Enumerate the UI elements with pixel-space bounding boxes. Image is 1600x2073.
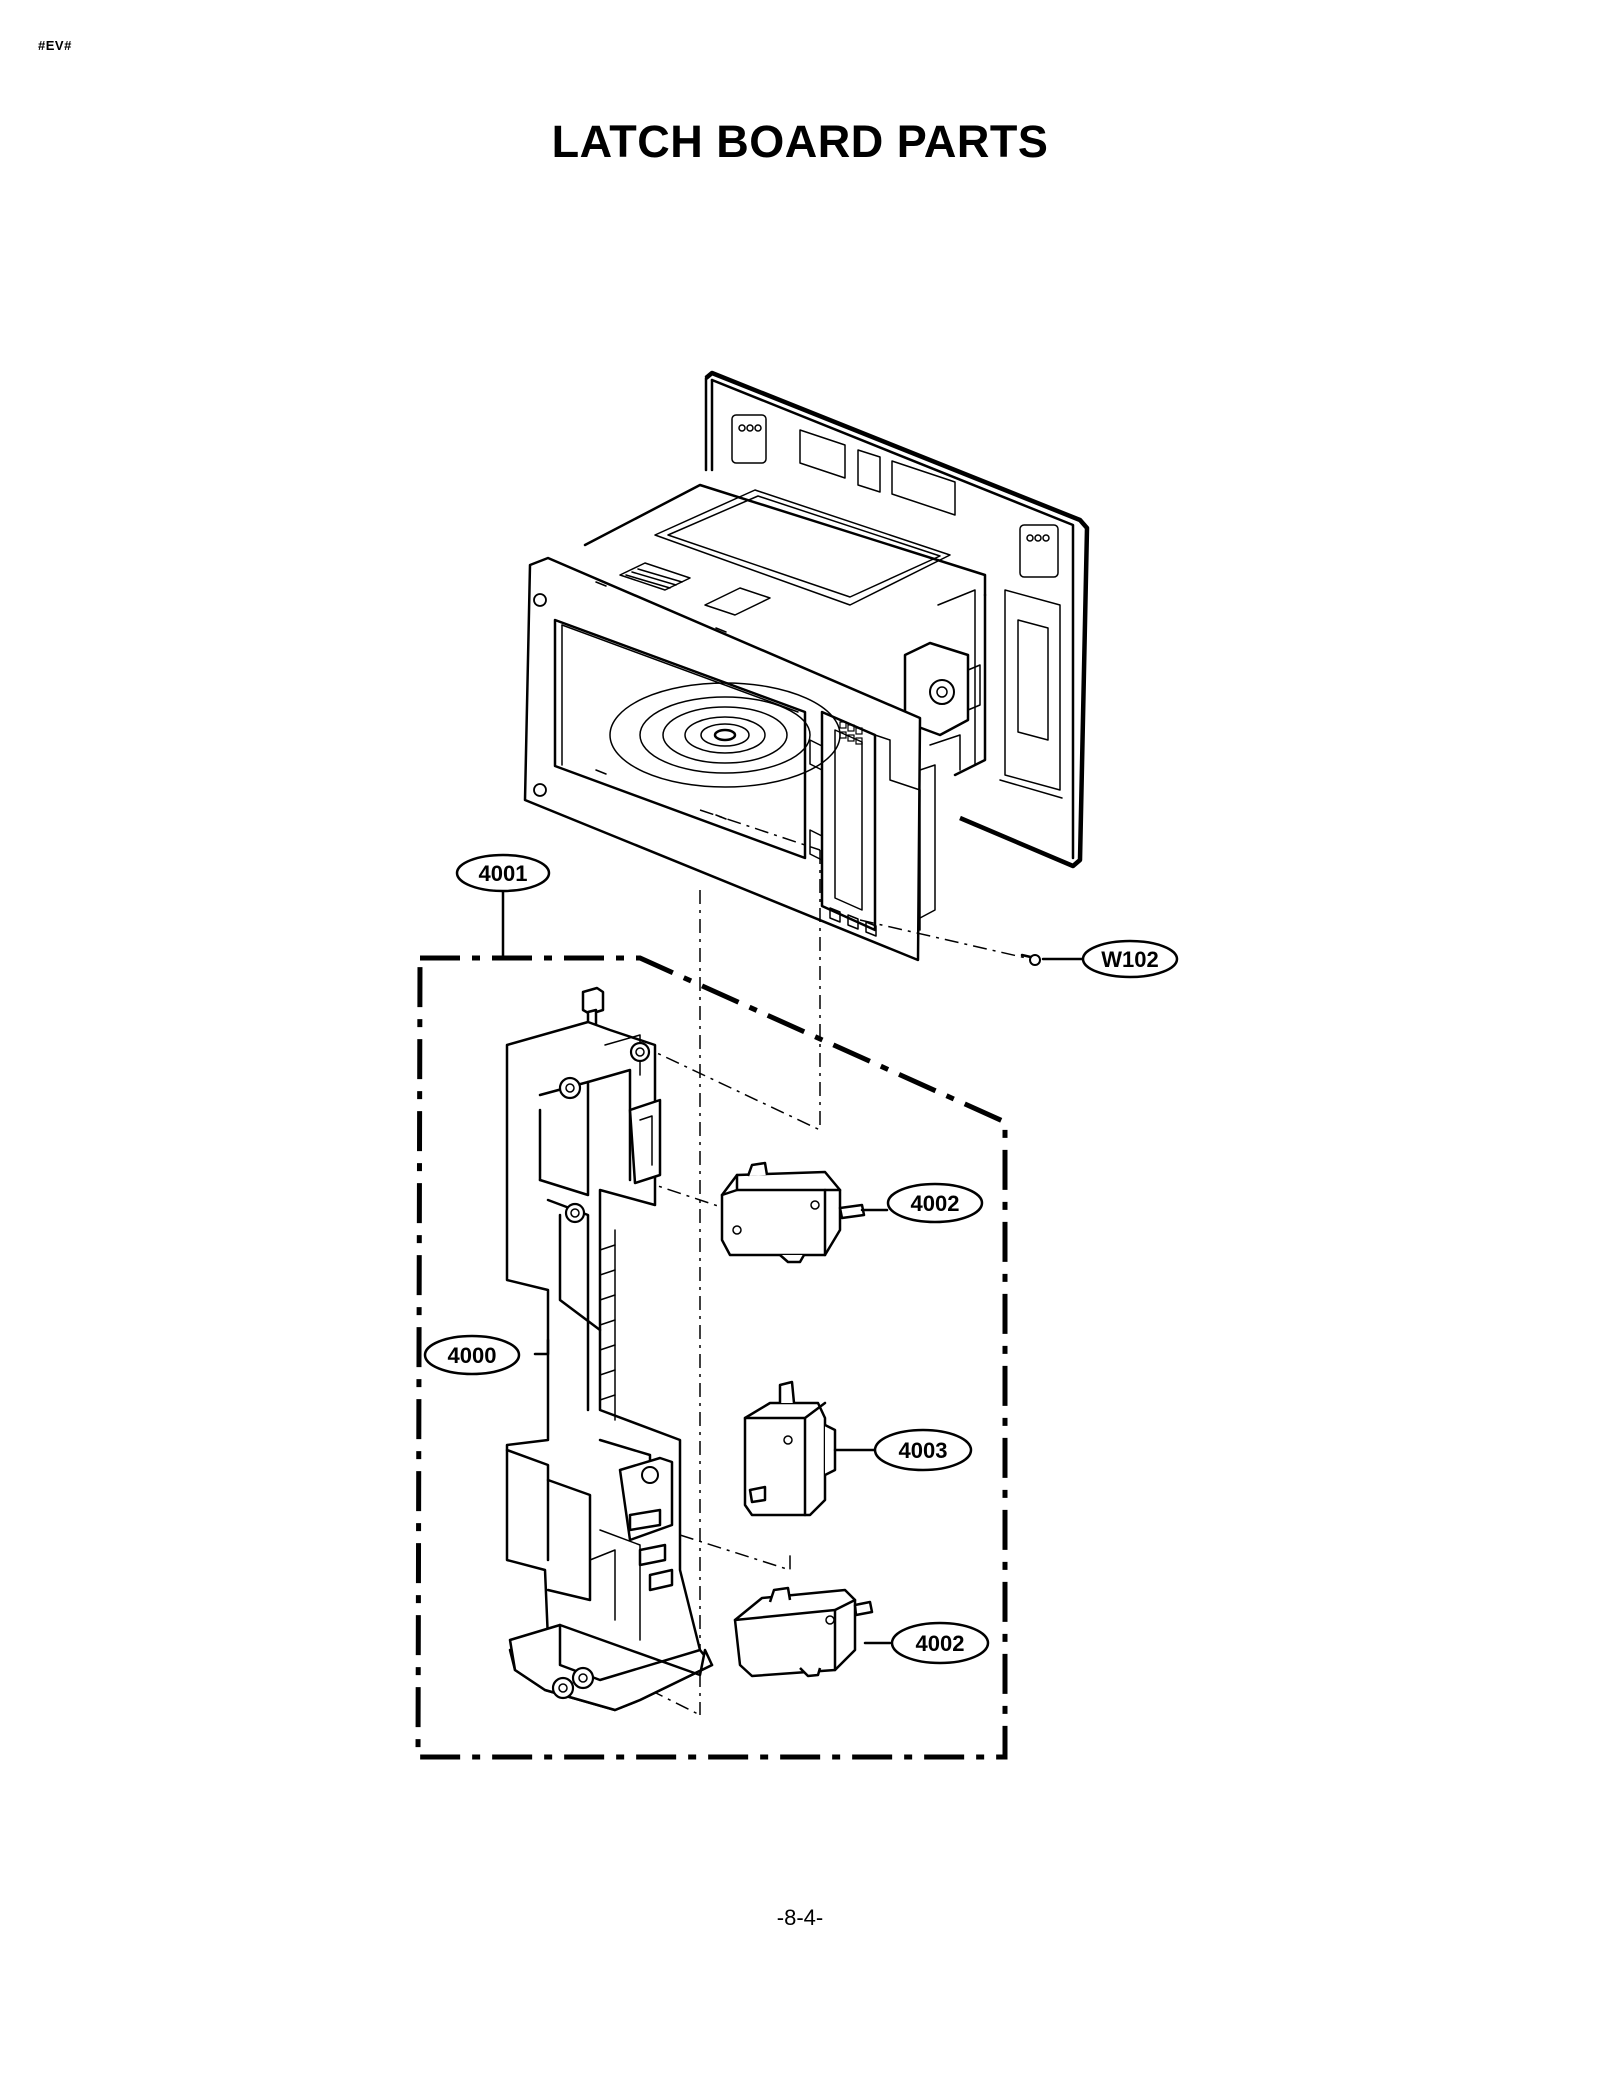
- callout-w102: W102: [1081, 939, 1179, 979]
- switch-middle: [743, 1380, 837, 1517]
- document-code: #EV#: [38, 38, 72, 53]
- callout-4003-label: 4003: [899, 1438, 948, 1463]
- callout-4002-upper: 4002: [886, 1182, 984, 1224]
- page-number: -8-4-: [776, 1905, 824, 1930]
- leader-lines: [501, 887, 1085, 1645]
- callout-4002-upper-label: 4002: [911, 1191, 960, 1216]
- callout-4001-label: 4001: [479, 861, 528, 886]
- switch-upper: [720, 1161, 866, 1264]
- turntable: [609, 682, 841, 788]
- callout-4002-lower-label: 4002: [916, 1631, 965, 1656]
- callout-4000-label: 4000: [448, 1343, 497, 1368]
- callout-4003: 4003: [873, 1428, 973, 1472]
- callout-w102-label: W102: [1101, 947, 1158, 972]
- callout-4001: 4001: [455, 853, 551, 893]
- alignment-lines: [639, 809, 1036, 1716]
- callout-4000: 4000: [423, 1334, 521, 1376]
- latch-board: [505, 986, 714, 1712]
- latch-holes: [839, 721, 863, 745]
- latch-board-group-boundary: [415, 955, 1008, 1760]
- callout-4002-lower: 4002: [890, 1621, 990, 1665]
- oven-cavity-assembly: [523, 370, 1090, 962]
- switch-lower: [733, 1586, 874, 1678]
- screw-w102: [1020, 953, 1041, 966]
- page-title: LATCH BOARD PARTS: [551, 116, 1049, 167]
